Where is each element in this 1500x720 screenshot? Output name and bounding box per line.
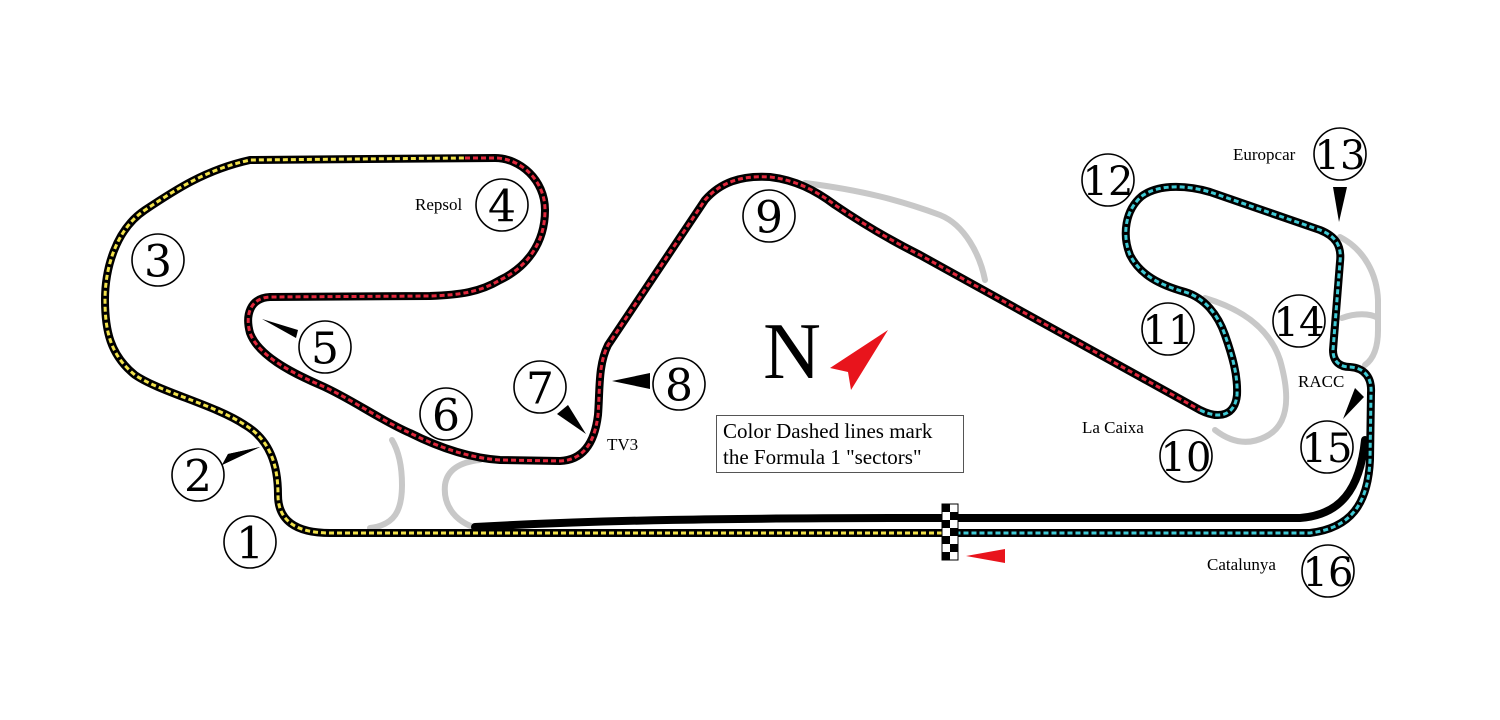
flag-square (950, 528, 958, 536)
corner-number: 6 (432, 391, 460, 442)
pointer-t5-icon (262, 319, 298, 338)
corner-number: 3 (144, 237, 172, 288)
corner-number: 14 (1274, 300, 1325, 346)
corner-1: 1 (223, 515, 277, 570)
flag-square (942, 552, 950, 560)
compass-north-letter: N (763, 308, 821, 396)
pointer-t2-icon-b (222, 447, 260, 465)
runoff-t1-link (367, 437, 405, 531)
runoff-t9-link (802, 180, 988, 283)
label-racc: RACC (1298, 372, 1344, 391)
label-catalunya: Catalunya (1207, 555, 1276, 574)
compass-arrow-icon (830, 330, 888, 390)
runoff-t14-link (1337, 234, 1381, 368)
corner-16: 16 (1301, 544, 1355, 598)
main-straight-upper (471, 436, 1369, 531)
corner-number: 11 (1143, 308, 1194, 354)
corner-9: 9 (742, 189, 796, 244)
corner-number: 5 (311, 324, 339, 375)
corner-12: 12 (1081, 153, 1135, 207)
runoff-t14-inner (1339, 311, 1381, 321)
direction-arrow-icon (966, 549, 1005, 563)
corner-number: 12 (1083, 159, 1134, 205)
sectors-note-line-2: the Formula 1 "sectors" (723, 445, 922, 469)
corner-4: 4 (475, 178, 529, 233)
flag-square (942, 504, 950, 512)
corner-number: 1 (236, 519, 264, 570)
corner-number: 7 (526, 364, 554, 415)
corner-pointers (222, 187, 1364, 465)
pointer-t15-icon (1343, 388, 1364, 419)
corner-2: 2 (171, 448, 225, 503)
corner-3: 3 (131, 233, 185, 288)
corner-number: 2 (184, 452, 212, 503)
corner-markers: 1 2 3 4 5 6 7 8 9 10 11 12 13 14 15 16 (131, 127, 1367, 598)
pointer-t7-icon (557, 405, 586, 434)
corner-11: 11 (1141, 302, 1195, 356)
label-la-caixa: La Caixa (1082, 418, 1144, 437)
sector-1-dash (103, 156, 950, 535)
corner-number: 4 (488, 182, 516, 233)
corner-number: 13 (1315, 133, 1366, 179)
corner-number: 15 (1302, 426, 1353, 472)
corner-15: 15 (1300, 420, 1354, 474)
start-finish-flag (941, 503, 959, 561)
corner-14: 14 (1272, 294, 1326, 348)
label-europcar: Europcar (1233, 145, 1296, 164)
corner-5: 5 (298, 320, 352, 375)
corner-7: 7 (513, 360, 567, 415)
sector-2-dash (246, 156, 1201, 463)
sectors-note-line-1: Color Dashed lines mark (723, 419, 933, 443)
pointer-t8-icon (612, 373, 650, 389)
sectors-note: Color Dashed lines mark the Formula 1 "s… (716, 415, 964, 473)
circuit-track-outline (101, 154, 1376, 537)
sector-3-dash (950, 185, 1373, 535)
corner-13: 13 (1313, 127, 1367, 181)
corner-10: 10 (1159, 429, 1213, 483)
north-compass: N (763, 308, 888, 396)
flag-square (950, 544, 958, 552)
flag-square (942, 536, 950, 544)
flag-square (950, 512, 958, 520)
runoff-t10-link (1202, 295, 1290, 445)
corner-number: 10 (1161, 435, 1212, 481)
corner-number: 9 (755, 193, 783, 244)
corner-number: 8 (665, 361, 693, 412)
corner-6: 6 (419, 387, 473, 442)
corner-8: 8 (652, 357, 706, 412)
runoff-roads (367, 180, 1381, 533)
runoff-t6-link (441, 457, 488, 533)
flag-square (942, 520, 950, 528)
label-tv3: TV3 (607, 435, 638, 454)
corner-names: Repsol TV3 La Caixa Europcar RACC Catalu… (415, 145, 1344, 574)
pointer-t13-icon (1333, 187, 1347, 222)
corner-number: 16 (1303, 550, 1354, 596)
label-repsol: Repsol (415, 195, 463, 214)
